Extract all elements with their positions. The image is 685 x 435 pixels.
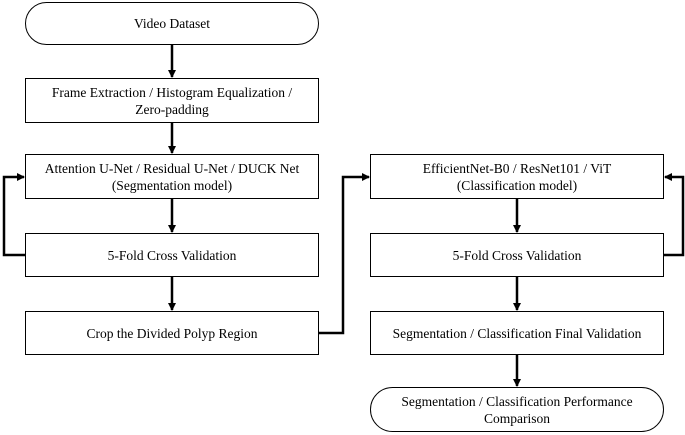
segmentation-model-label-line2: (Segmentation model) xyxy=(111,177,233,193)
left-cross-validation-node: 5-Fold Cross Validation xyxy=(25,233,319,277)
left-cross-validation-label: 5-Fold Cross Validation xyxy=(107,247,237,263)
segmentation-model-node: Attention U-Net / Residual U-Net / DUCK … xyxy=(25,154,319,199)
classification-model-label-line1: EfficientNet-B0 / ResNet101 / ViT xyxy=(422,160,612,176)
right-cross-validation-label: 5-Fold Cross Validation xyxy=(452,247,582,263)
video-dataset-label: Video Dataset xyxy=(133,16,211,31)
performance-comparison-label-line1: Segmentation / Classification Performanc… xyxy=(401,393,633,409)
crop-polyp-label: Crop the Divided Polyp Region xyxy=(86,325,258,341)
performance-comparison-node: Segmentation / Classification Performanc… xyxy=(370,387,664,432)
segmentation-model-label-line1: Attention U-Net / Residual U-Net / DUCK … xyxy=(44,160,300,176)
final-validation-node: Segmentation / Classification Final Vali… xyxy=(370,311,664,355)
preprocessing-node: Frame Extraction / Histogram Equalizatio… xyxy=(25,78,319,123)
preprocessing-label-line1: Frame Extraction / Histogram Equalizatio… xyxy=(51,84,293,100)
arrow-crop-to-classification xyxy=(319,173,370,335)
right-cross-validation-node: 5-Fold Cross Validation xyxy=(370,233,664,277)
final-validation-label: Segmentation / Classification Final Vali… xyxy=(392,325,642,341)
classification-model-node: EfficientNet-B0 / ResNet101 / ViT (Class… xyxy=(370,154,664,199)
crop-polyp-node: Crop the Divided Polyp Region xyxy=(25,311,319,355)
arrow-left-feedback-loop xyxy=(2,173,25,257)
preprocessing-label-line2: Zero-padding xyxy=(135,101,209,117)
performance-comparison-label-line2: Comparison xyxy=(484,410,550,426)
classification-model-label-line2: (Classification model) xyxy=(456,177,578,193)
arrow-right-feedback-loop xyxy=(664,173,685,257)
video-dataset-node: Video Dataset xyxy=(25,2,319,45)
